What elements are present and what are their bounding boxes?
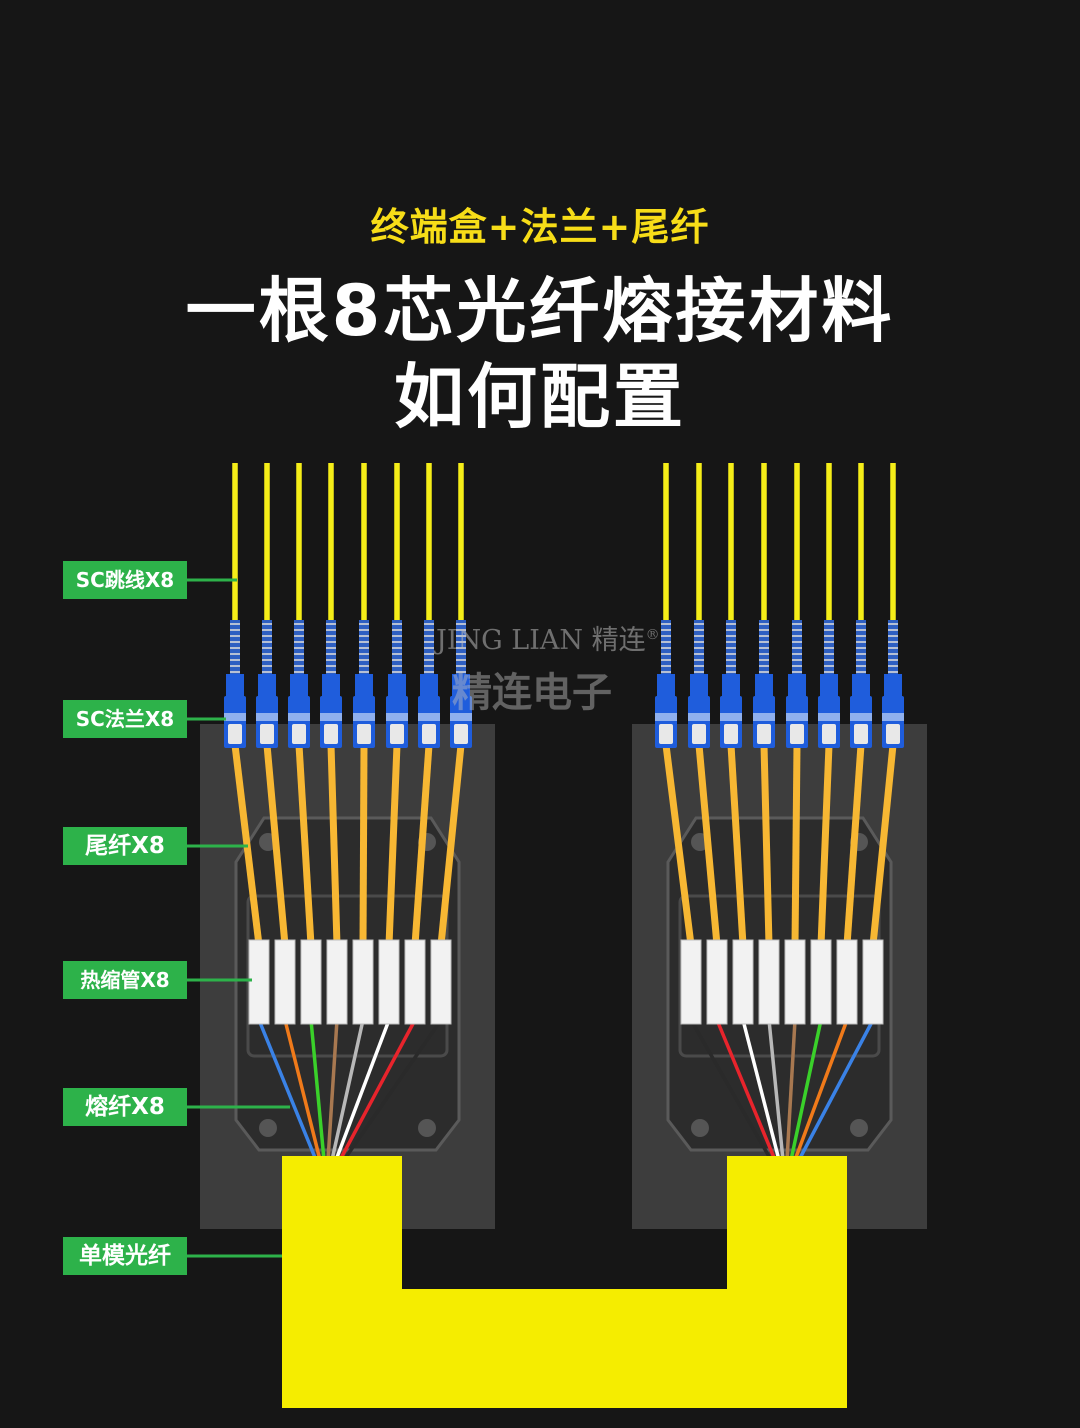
heat-shrink-tube xyxy=(758,939,780,1025)
title-line-1: 一根8芯光纤熔接材料 xyxy=(185,270,895,352)
sc-connector xyxy=(452,674,470,698)
pigtail xyxy=(843,744,865,946)
heat-shrink-tube xyxy=(784,939,806,1025)
pigtail xyxy=(295,744,315,946)
heat-shrink-tube xyxy=(274,939,296,1025)
label-fused-fiber: 熔纤X8 xyxy=(63,1088,187,1126)
fused-fiber xyxy=(257,1019,318,1161)
pigtail xyxy=(869,744,897,946)
adapter-port xyxy=(357,724,371,744)
adapter-port xyxy=(390,724,404,744)
sc-connector xyxy=(657,674,675,698)
fused-fiber xyxy=(309,1019,326,1161)
pigtail xyxy=(411,744,433,946)
adapter-port xyxy=(822,724,836,744)
sc-connector xyxy=(722,674,740,698)
label-heat-shrink: 热缩管X8 xyxy=(63,961,187,999)
sc-connector xyxy=(852,674,870,698)
sc-connector xyxy=(258,674,276,698)
adapter-port xyxy=(228,724,242,744)
adapter-port xyxy=(659,724,673,744)
fused-fiber xyxy=(789,1019,823,1161)
sc-connector xyxy=(420,674,438,698)
heat-shrink-tube xyxy=(732,939,754,1025)
heat-shrink-tube xyxy=(706,939,728,1025)
adapter-port xyxy=(724,724,738,744)
heat-shrink-tube xyxy=(680,939,702,1025)
fused-fiber xyxy=(741,1019,781,1161)
pigtail xyxy=(385,744,401,946)
termination-box-left xyxy=(200,463,495,1229)
sc-connector xyxy=(820,674,838,698)
subtitle: 终端盒+法兰+尾纤 xyxy=(370,205,710,249)
label-pigtail: 尾纤X8 xyxy=(63,827,187,865)
pigtail xyxy=(437,744,465,946)
fused-fiber xyxy=(797,1019,875,1161)
adapter-port xyxy=(324,724,338,744)
pigtail xyxy=(727,744,747,946)
tray-screw xyxy=(418,1119,436,1137)
sc-connector xyxy=(355,674,373,698)
heat-shrink-tube xyxy=(810,939,832,1025)
pigtail xyxy=(760,744,773,946)
pigtail xyxy=(662,744,695,946)
label-sc-adapter: SC法兰X8 xyxy=(63,700,187,738)
label-sc-patch-cord: SC跳线X8 xyxy=(63,561,187,599)
single-mode-fiber-trunk xyxy=(282,1156,847,1408)
sc-connector xyxy=(755,674,773,698)
termination-box-right xyxy=(632,463,927,1229)
watermark-brand-cn: 精连电子 xyxy=(452,670,612,716)
title-line-2: 如何配置 xyxy=(394,356,686,438)
sc-connector xyxy=(690,674,708,698)
heat-shrink-tube xyxy=(326,939,348,1025)
heat-shrink-tube xyxy=(300,939,322,1025)
sc-connector xyxy=(788,674,806,698)
sc-connector xyxy=(884,674,902,698)
adapter-port xyxy=(292,724,306,744)
label-single-mode-fiber: 单模光纤 xyxy=(63,1237,187,1275)
fused-fiber xyxy=(330,1019,365,1161)
pigtail xyxy=(359,744,368,946)
fused-fiber xyxy=(689,1019,773,1161)
heat-shrink-tube xyxy=(352,939,374,1025)
sc-connector xyxy=(290,674,308,698)
pigtail xyxy=(695,744,721,946)
fused-fiber xyxy=(785,1019,797,1161)
fused-fiber xyxy=(767,1019,785,1161)
heat-shrink-tube xyxy=(378,939,400,1025)
watermark-brand: JING LIAN 精连® xyxy=(436,625,660,656)
fused-fiber xyxy=(715,1019,777,1161)
adapter-port xyxy=(886,724,900,744)
tray-screw xyxy=(850,1119,868,1137)
fused-fiber xyxy=(338,1019,417,1161)
fused-fiber xyxy=(283,1019,322,1161)
tray-screw xyxy=(691,1119,709,1137)
adapter-port xyxy=(854,724,868,744)
pigtail xyxy=(817,744,833,946)
heat-shrink-tube xyxy=(862,939,884,1025)
page-title: 一根8芯光纤熔接材料 如何配置 xyxy=(0,268,1080,440)
heat-shrink-tube xyxy=(404,939,426,1025)
pigtail xyxy=(791,744,801,946)
fused-fiber xyxy=(793,1019,849,1161)
fused-fiber xyxy=(342,1019,443,1161)
adapter-port xyxy=(790,724,804,744)
heat-shrink-tube xyxy=(248,939,270,1025)
tray-screw xyxy=(259,1119,277,1137)
fused-fiber xyxy=(326,1019,339,1161)
pigtail xyxy=(263,744,289,946)
sc-connector xyxy=(322,674,340,698)
adapter-port xyxy=(422,724,436,744)
adapter-port xyxy=(692,724,706,744)
heat-shrink-tube xyxy=(430,939,452,1025)
adapter-port xyxy=(260,724,274,744)
adapter-port xyxy=(454,724,468,744)
sc-connector xyxy=(388,674,406,698)
heat-shrink-tube xyxy=(836,939,858,1025)
adapter-port xyxy=(757,724,771,744)
pigtail xyxy=(327,744,341,946)
fused-fiber xyxy=(334,1019,391,1161)
sc-connector xyxy=(226,674,244,698)
